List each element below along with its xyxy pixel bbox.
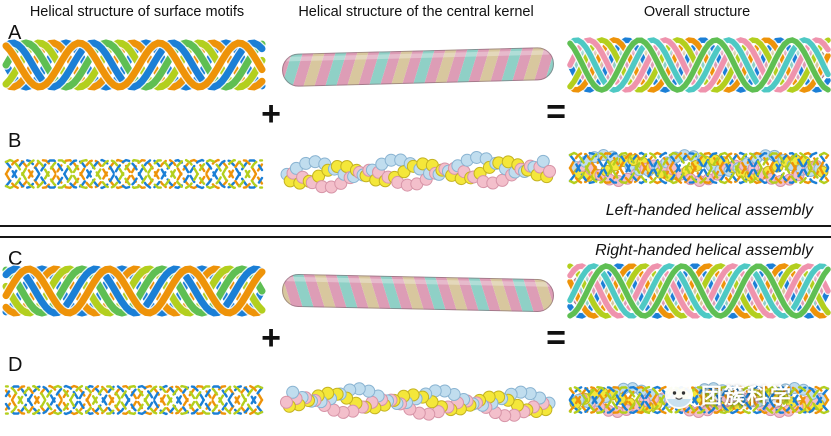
panel-a-central-kernel-helix [281,46,555,88]
panel-d-surface-motifs-dashed-helix [4,384,264,416]
plus-operator-top: + [261,95,281,133]
left-handed-caption: Left-handed helical assembly [605,202,813,219]
watermark-logo-icon [665,381,693,409]
panel-label-b: B [8,130,22,152]
panel-label-a: A [8,22,22,44]
column-header-overall-structure: Overall structure [643,4,751,20]
divider-line-top [0,225,831,227]
panel-d-central-kernel-beads [279,382,556,423]
equals-operator-top: = [546,93,566,131]
divider-line-bottom [0,236,831,238]
panel-c-overall-structure [565,261,831,321]
panel-b-overall-structure [568,149,830,187]
column-header-surface-motifs: Helical structure of surface motifs [29,4,245,20]
watermark: 团簇科学 [664,380,793,410]
panel-b-central-kernel-beads [280,150,557,194]
panel-c-central-kernel-helix [281,273,555,313]
panel-c-surface-motifs-helix [1,264,267,318]
column-header-central-kernel: Helical structure of the central kernel [298,4,534,20]
right-handed-caption: Right-handed helical assembly [595,242,813,259]
equals-operator-bottom: = [546,319,566,357]
panel-label-d: D [8,354,23,376]
panel-label-c: C [8,248,23,270]
panel-a-surface-motifs-helix [1,38,267,92]
watermark-text: 团簇科学 [701,385,793,408]
panel-b-surface-motifs-dashed-helix [4,158,264,190]
panel-a-overall-structure [565,35,831,95]
plus-operator-bottom: + [261,319,281,357]
